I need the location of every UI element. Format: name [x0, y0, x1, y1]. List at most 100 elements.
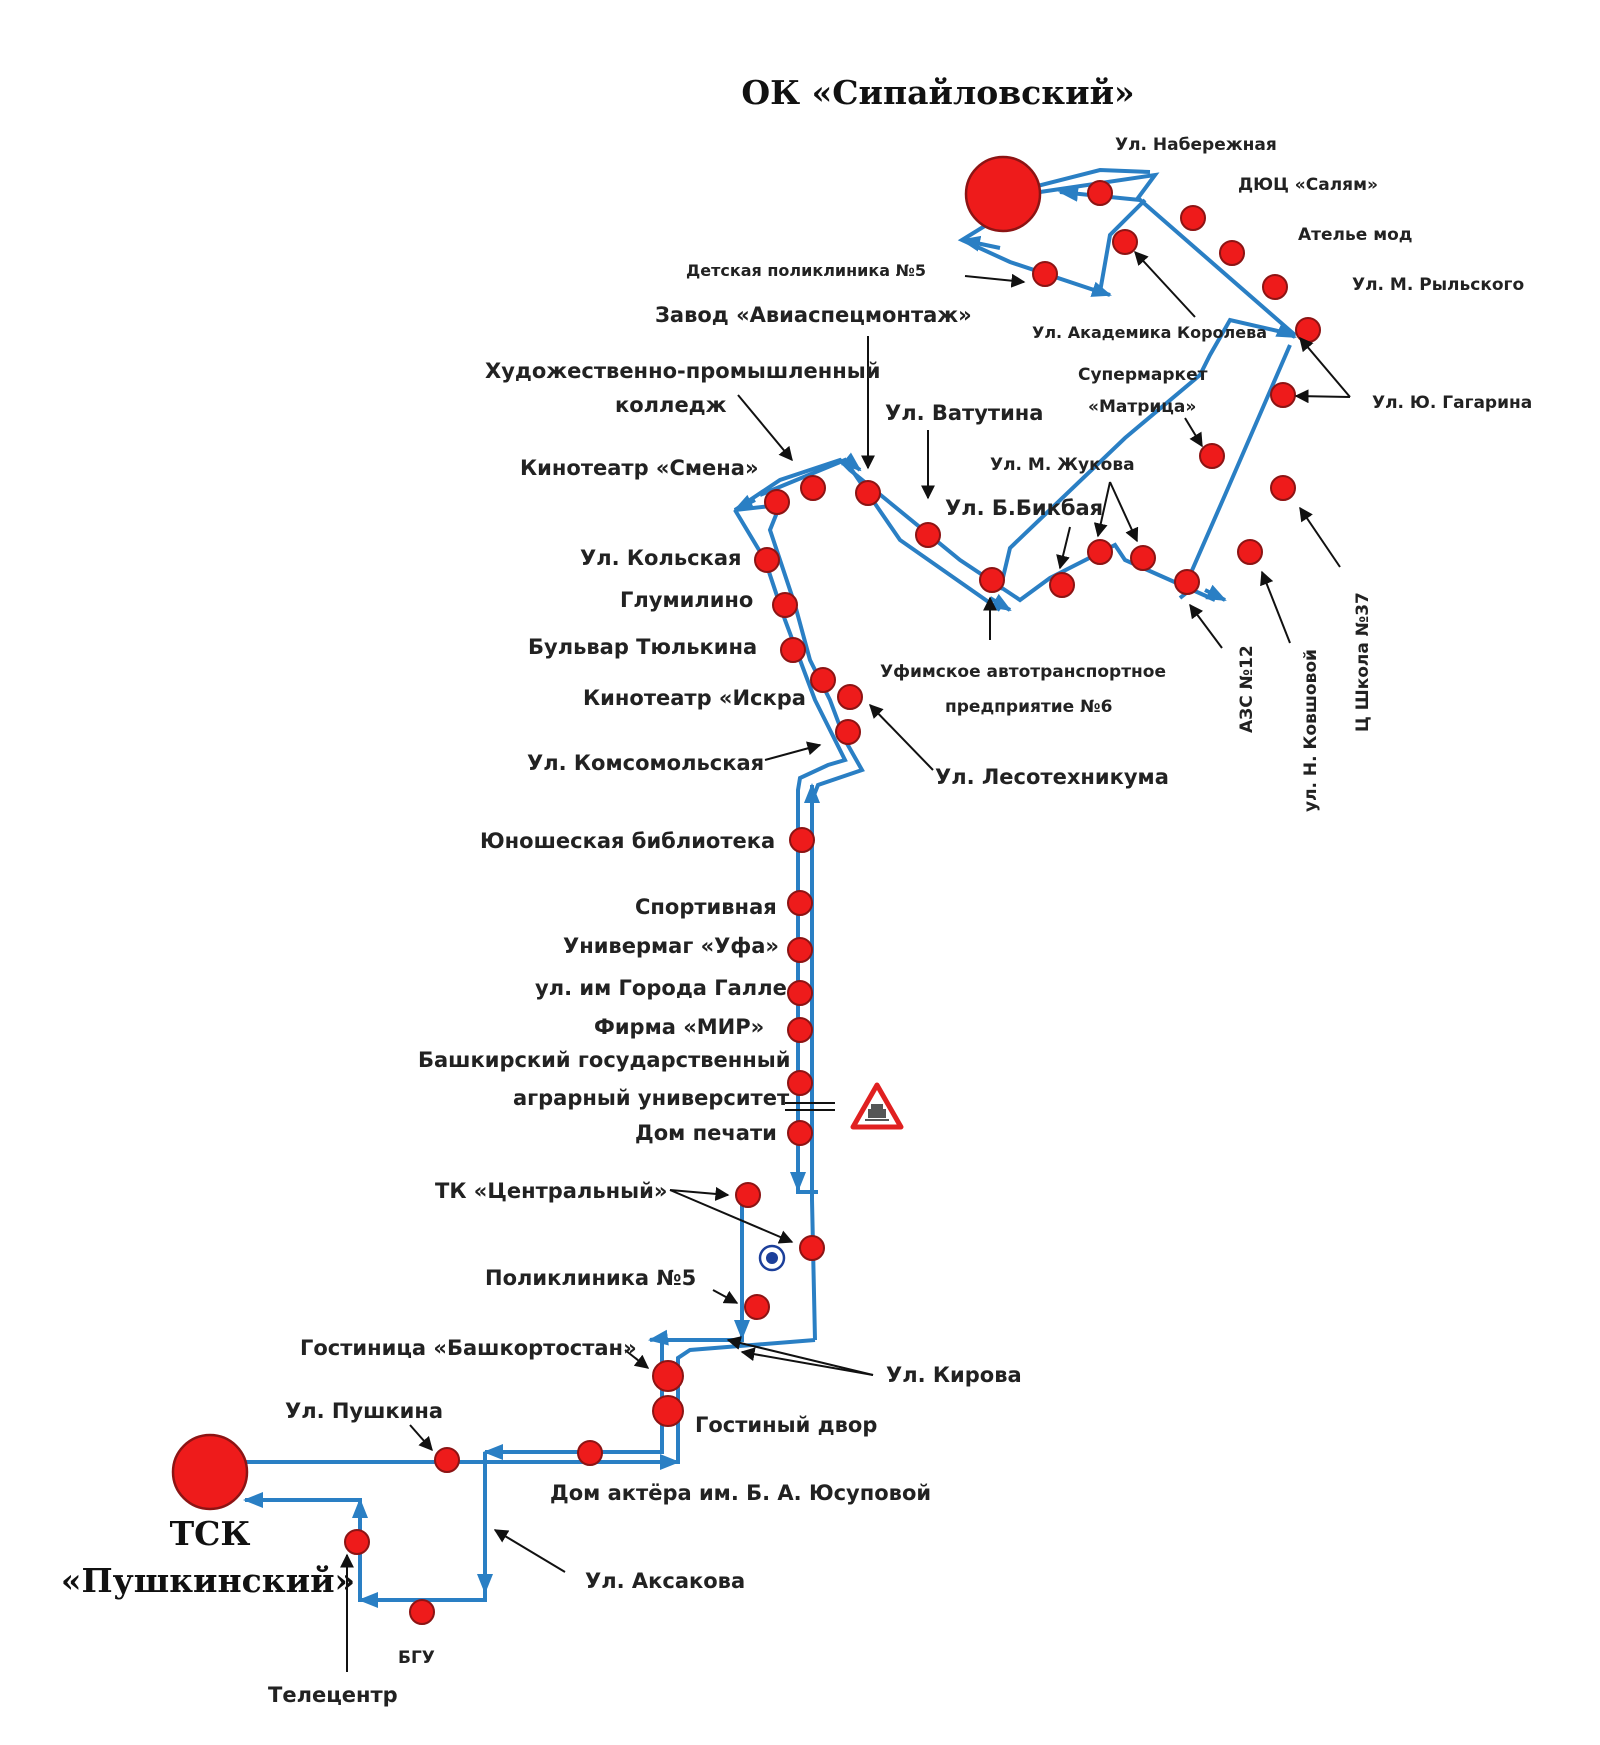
- stop-marker-galle[interactable]: [787, 980, 813, 1006]
- label-tyulkina: Бульвар Тюлькина: [528, 635, 757, 659]
- terminal-north-label: ОК «Сипайловский»: [741, 73, 1134, 112]
- label-gostinica: Гостиница «Башкортостан»: [300, 1336, 637, 1360]
- label-rylskogo: Ул. М. Рыльского: [1352, 275, 1524, 295]
- label-agrar-2: аграрный университет: [513, 1086, 790, 1110]
- stop-marker-rylskogo[interactable]: [1262, 274, 1288, 300]
- stop-marker-gagarina-b[interactable]: [1270, 382, 1296, 408]
- label-shkola: Ц Школа №37: [1353, 592, 1373, 732]
- route-mid-arm: [733, 457, 1216, 603]
- stop-marker-naberezhnaya[interactable]: [1087, 180, 1113, 206]
- label-naberezhnaya: Ул. Набережная: [1115, 135, 1277, 155]
- stop-marker-atp[interactable]: [979, 567, 1005, 593]
- label-bikbaya: Ул. Б.Бикбая: [945, 496, 1103, 520]
- label-tk-centralny: ТК «Центральный»: [435, 1179, 667, 1203]
- stop-marker-agrar[interactable]: [787, 1070, 813, 1096]
- label-gostiny-dvor: Гостиный двор: [695, 1413, 877, 1437]
- stop-marker-dom-pechati[interactable]: [787, 1120, 813, 1146]
- label-poliklinika5: Поликлиника №5: [485, 1266, 696, 1290]
- stop-markers: [344, 180, 1321, 1625]
- stop-marker-kolledzh[interactable]: [800, 475, 826, 501]
- stop-marker-biblioteka[interactable]: [789, 827, 815, 853]
- label-atp-1: Уфимское автотранспортное: [880, 662, 1166, 682]
- stop-marker-poliklinika5[interactable]: [744, 1294, 770, 1320]
- label-lesotekhnikuma: Ул. Лесотехникума: [935, 765, 1169, 789]
- label-dom-pechati: Дом печати: [635, 1121, 777, 1145]
- stop-marker-bgu[interactable]: [409, 1599, 435, 1625]
- stop-marker-tk-centralny-a[interactable]: [735, 1182, 761, 1208]
- label-agrar-1: Башкирский государственный: [418, 1048, 791, 1072]
- label-aviaspec: Завод «Авиаспецмонтаж»: [655, 303, 972, 327]
- stop-labels: Ул. Набережная ДЮЦ «Салям» Ателье мод Ул…: [268, 135, 1532, 1707]
- route-west-down-return: [767, 504, 865, 1341]
- route-north-loop: [998, 172, 1297, 591]
- terminal-north-marker[interactable]: [964, 155, 1042, 233]
- label-glumilino: Глумилино: [620, 588, 753, 612]
- label-zhukova: Ул. М. Жукова: [990, 455, 1135, 475]
- stop-marker-vatutina[interactable]: [915, 522, 941, 548]
- circle-marker-icon: [758, 1244, 786, 1272]
- label-vatutina: Ул. Ватутина: [885, 401, 1043, 425]
- label-aksakova: Ул. Аксакова: [585, 1569, 745, 1593]
- label-kolledzh-1: Художественно-промышленный: [485, 359, 881, 383]
- label-gagarina: Ул. Ю. Гагарина: [1372, 393, 1532, 413]
- stop-marker-azs[interactable]: [1174, 569, 1200, 595]
- crossing-tick-marks: [785, 1102, 835, 1111]
- stop-marker-zhukova-b[interactable]: [1087, 539, 1113, 565]
- label-kolledzh-2: колледж: [615, 393, 727, 417]
- stop-marker-lesotekhnikuma[interactable]: [837, 684, 863, 710]
- label-azs: АЗС №12: [1237, 645, 1257, 733]
- label-koroleva: Ул. Академика Королева: [1032, 323, 1267, 342]
- stop-marker-tyulkina[interactable]: [780, 637, 806, 663]
- stop-marker-univermag[interactable]: [787, 937, 813, 963]
- label-univermag: Универмаг «Уфа»: [563, 934, 779, 958]
- stop-marker-mir[interactable]: [787, 1017, 813, 1043]
- label-telecentr: Телецентр: [268, 1683, 398, 1707]
- label-supermarket-1: Супермаркет: [1078, 365, 1208, 385]
- label-pushkina: Ул. Пушкина: [285, 1399, 443, 1423]
- stop-marker-glumilino[interactable]: [772, 592, 798, 618]
- stop-marker-sportivnaya[interactable]: [787, 890, 813, 916]
- label-komsomolskaya: Ул. Комсомольская: [527, 751, 764, 775]
- pointer-arrows: [340, 250, 1351, 1672]
- stop-marker-koroleva[interactable]: [1112, 229, 1138, 255]
- terminal-south-label-line2: «Пушкинский»: [61, 1561, 355, 1600]
- label-kirova: Ул. Кирова: [886, 1363, 1022, 1387]
- stop-marker-kolskaya[interactable]: [754, 547, 780, 573]
- stop-marker-gostiny-dvor[interactable]: [652, 1395, 684, 1427]
- stop-marker-atelie[interactable]: [1219, 240, 1245, 266]
- label-salyam: ДЮЦ «Салям»: [1238, 175, 1378, 195]
- label-supermarket-2: «Матрица»: [1088, 397, 1196, 417]
- terminal-south-marker[interactable]: [171, 1433, 249, 1511]
- terminal-south-label-line1: ТСК: [170, 1514, 251, 1553]
- stop-marker-detskaya[interactable]: [1032, 261, 1058, 287]
- label-smena: Кинотеатр «Смена»: [520, 456, 759, 480]
- label-kolskaya: Ул. Кольская: [580, 546, 741, 570]
- stop-marker-tk-centralny-b[interactable]: [799, 1235, 825, 1261]
- stop-marker-zhukova-a[interactable]: [1130, 545, 1156, 571]
- stop-marker-matrica[interactable]: [1199, 443, 1225, 469]
- stop-marker-dom-aktera[interactable]: [577, 1440, 603, 1466]
- label-galle: ул. им Города Галле: [535, 976, 787, 1000]
- stop-marker-aviaspec[interactable]: [855, 480, 881, 506]
- label-bgu: БГУ: [398, 1648, 435, 1668]
- stop-marker-iskra[interactable]: [810, 667, 836, 693]
- label-detskaya: Детская поликлиника №5: [686, 261, 926, 280]
- stop-marker-telecentr[interactable]: [344, 1529, 370, 1555]
- route-mid-arm-return: [759, 457, 1002, 612]
- stop-marker-pushkina[interactable]: [434, 1447, 460, 1473]
- railway-crossing-warning-icon: [850, 1082, 904, 1130]
- stop-marker-bikbaya[interactable]: [1049, 572, 1075, 598]
- stop-marker-komsomolskaya[interactable]: [835, 719, 861, 745]
- stop-marker-salyam[interactable]: [1180, 205, 1206, 231]
- label-kovshovoy: ул. Н. Ковшовой: [1301, 649, 1321, 812]
- label-atelie: Ателье мод: [1298, 225, 1413, 245]
- stop-marker-shkola[interactable]: [1270, 475, 1296, 501]
- label-sportivnaya: Спортивная: [635, 895, 777, 919]
- stop-marker-smena[interactable]: [764, 489, 790, 515]
- label-biblioteka: Юношеская библиотека: [480, 829, 775, 853]
- stop-marker-gostinica[interactable]: [652, 1360, 684, 1392]
- stop-marker-kovshovoy[interactable]: [1237, 539, 1263, 565]
- label-iskra: Кинотеатр «Искра: [583, 686, 806, 710]
- label-dom-aktera: Дом актёра им. Б. А. Юсуповой: [550, 1481, 931, 1505]
